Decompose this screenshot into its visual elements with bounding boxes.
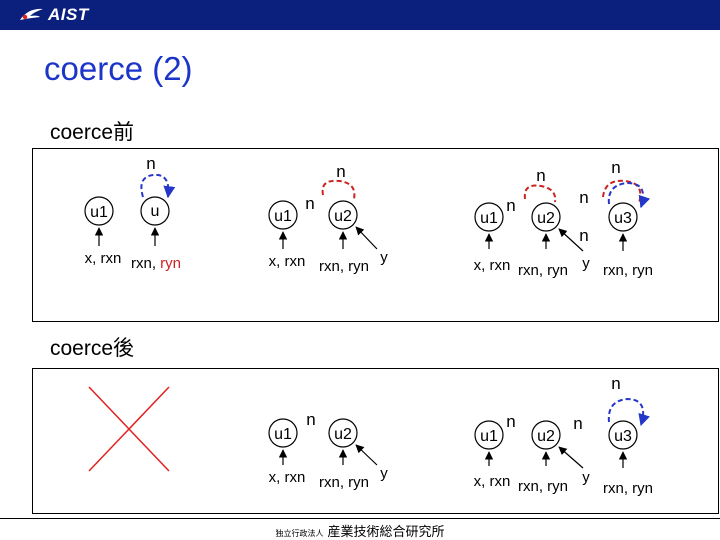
label-x-rxn: x, rxn	[474, 473, 511, 490]
node-u2	[328, 418, 358, 448]
node-u3	[608, 202, 638, 232]
logo-text: AIST	[48, 5, 89, 24]
link-n-label: n	[146, 154, 155, 173]
node-u2	[328, 200, 358, 230]
link-n-label: n	[611, 158, 620, 177]
link-n-label: n	[611, 374, 620, 393]
node-u3-label: u3	[614, 428, 632, 445]
edge-u2-y	[558, 228, 584, 252]
label-rxn-ryn: rxn, ryn	[319, 258, 369, 275]
node-u1	[474, 420, 504, 450]
link-n-label: n	[536, 166, 545, 185]
label-y: y	[380, 465, 388, 482]
link-n-label: n	[336, 162, 345, 181]
link-n-label: n	[506, 196, 515, 215]
before-group-3: u1 u2 u3 n n n n n x, rxn rxn, ryn y rxn…	[474, 158, 653, 279]
cross-line	[88, 386, 170, 472]
self-loop-arrow	[140, 173, 176, 199]
label-rxn-ryn: rxn, ryn	[603, 262, 653, 279]
label-rxn-ryn: rxn, ryn	[518, 262, 568, 279]
before-panel: u1 u n x, rxn rxn, ryn u1 u2 n n x, rxn …	[32, 148, 719, 322]
label-x-rxn: x, rxn	[474, 257, 511, 274]
label-y: y	[582, 469, 590, 486]
after-panel: u1 u2 n x, rxn rxn, ryn y u1 u2 u3 n n n	[32, 368, 719, 514]
label-rxn-ryn: rxn, ryn	[518, 478, 568, 495]
after-group-2: u1 u2 n x, rxn rxn, ryn y	[268, 410, 388, 491]
label-y: y	[582, 255, 590, 272]
after-diagram: u1 u2 n x, rxn rxn, ryn y u1 u2 u3 n n n	[88, 374, 653, 497]
before-group-1: u1 u n x, rxn rxn, ryn	[84, 154, 181, 272]
node-u2	[531, 420, 561, 450]
header-bar: AIST	[0, 0, 720, 30]
slide-title: coerce (2)	[44, 50, 193, 87]
section-before-heading: coerce前	[50, 121, 135, 144]
label-rxn-ryn: rxn, ryn	[131, 255, 181, 272]
node-u1	[84, 196, 114, 226]
link-n-label: n	[506, 412, 515, 431]
edge-u2-y	[558, 446, 584, 469]
node-u3	[608, 420, 638, 450]
link-n-label: n	[306, 410, 315, 429]
dashed-link	[523, 184, 557, 203]
node-u1-label: u1	[90, 204, 108, 221]
node-u1-label: u1	[274, 426, 292, 443]
link-n-label: n	[573, 414, 582, 433]
label-x-rxn: x, rxn	[85, 250, 122, 267]
node-u3-label: u3	[614, 210, 632, 227]
node-u2-label: u2	[334, 426, 352, 443]
node-u-label: u	[151, 203, 160, 220]
node-u1-label: u1	[274, 208, 292, 225]
footer-org-type: 独立行政法人	[275, 529, 324, 538]
self-loop-arrow	[607, 181, 651, 209]
footer-org-name: 産業技術総合研究所	[327, 524, 445, 539]
link-n-label: n	[579, 226, 588, 245]
label-rxn-ryn: rxn, ryn	[319, 474, 369, 491]
label-rxn-ryn: rxn, ryn	[603, 480, 653, 497]
link-n-label: n	[579, 188, 588, 207]
before-group-2: u1 u2 n n x, rxn rxn, ryn y	[268, 162, 388, 275]
node-u2-label: u2	[537, 428, 555, 445]
bird-wing-icon	[20, 8, 43, 20]
edge-u2-y	[355, 444, 378, 466]
before-diagram: u1 u n x, rxn rxn, ryn u1 u2 n n x, rxn …	[84, 154, 653, 279]
edge-u2-y	[355, 226, 378, 250]
footer-divider	[0, 518, 720, 519]
label-x-rxn: x, rxn	[269, 469, 306, 486]
dashed-link	[602, 179, 642, 204]
footer: 独立行政法人産業技術総合研究所	[0, 521, 720, 540]
node-u1	[474, 202, 504, 232]
link-n-label: n	[305, 194, 314, 213]
node-u2-label: u2	[537, 210, 555, 227]
node-u1	[268, 418, 298, 448]
node-u1-label: u1	[480, 210, 498, 227]
label-y: y	[380, 249, 388, 266]
after-group-3: u1 u2 u3 n n n x, rxn rxn, ryn y rxn, ry…	[474, 374, 653, 497]
self-loop-arrow	[607, 397, 650, 427]
node-u	[140, 196, 170, 226]
node-u1	[268, 200, 298, 230]
dashed-link	[321, 179, 356, 200]
node-u1-label: u1	[480, 428, 498, 445]
aist-logo: AIST	[18, 4, 89, 26]
section-after-heading: coerce後	[50, 337, 135, 360]
node-u2	[531, 202, 561, 232]
node-u2-label: u2	[334, 208, 352, 225]
removed-mark	[88, 386, 170, 472]
label-x-rxn: x, rxn	[269, 253, 306, 270]
